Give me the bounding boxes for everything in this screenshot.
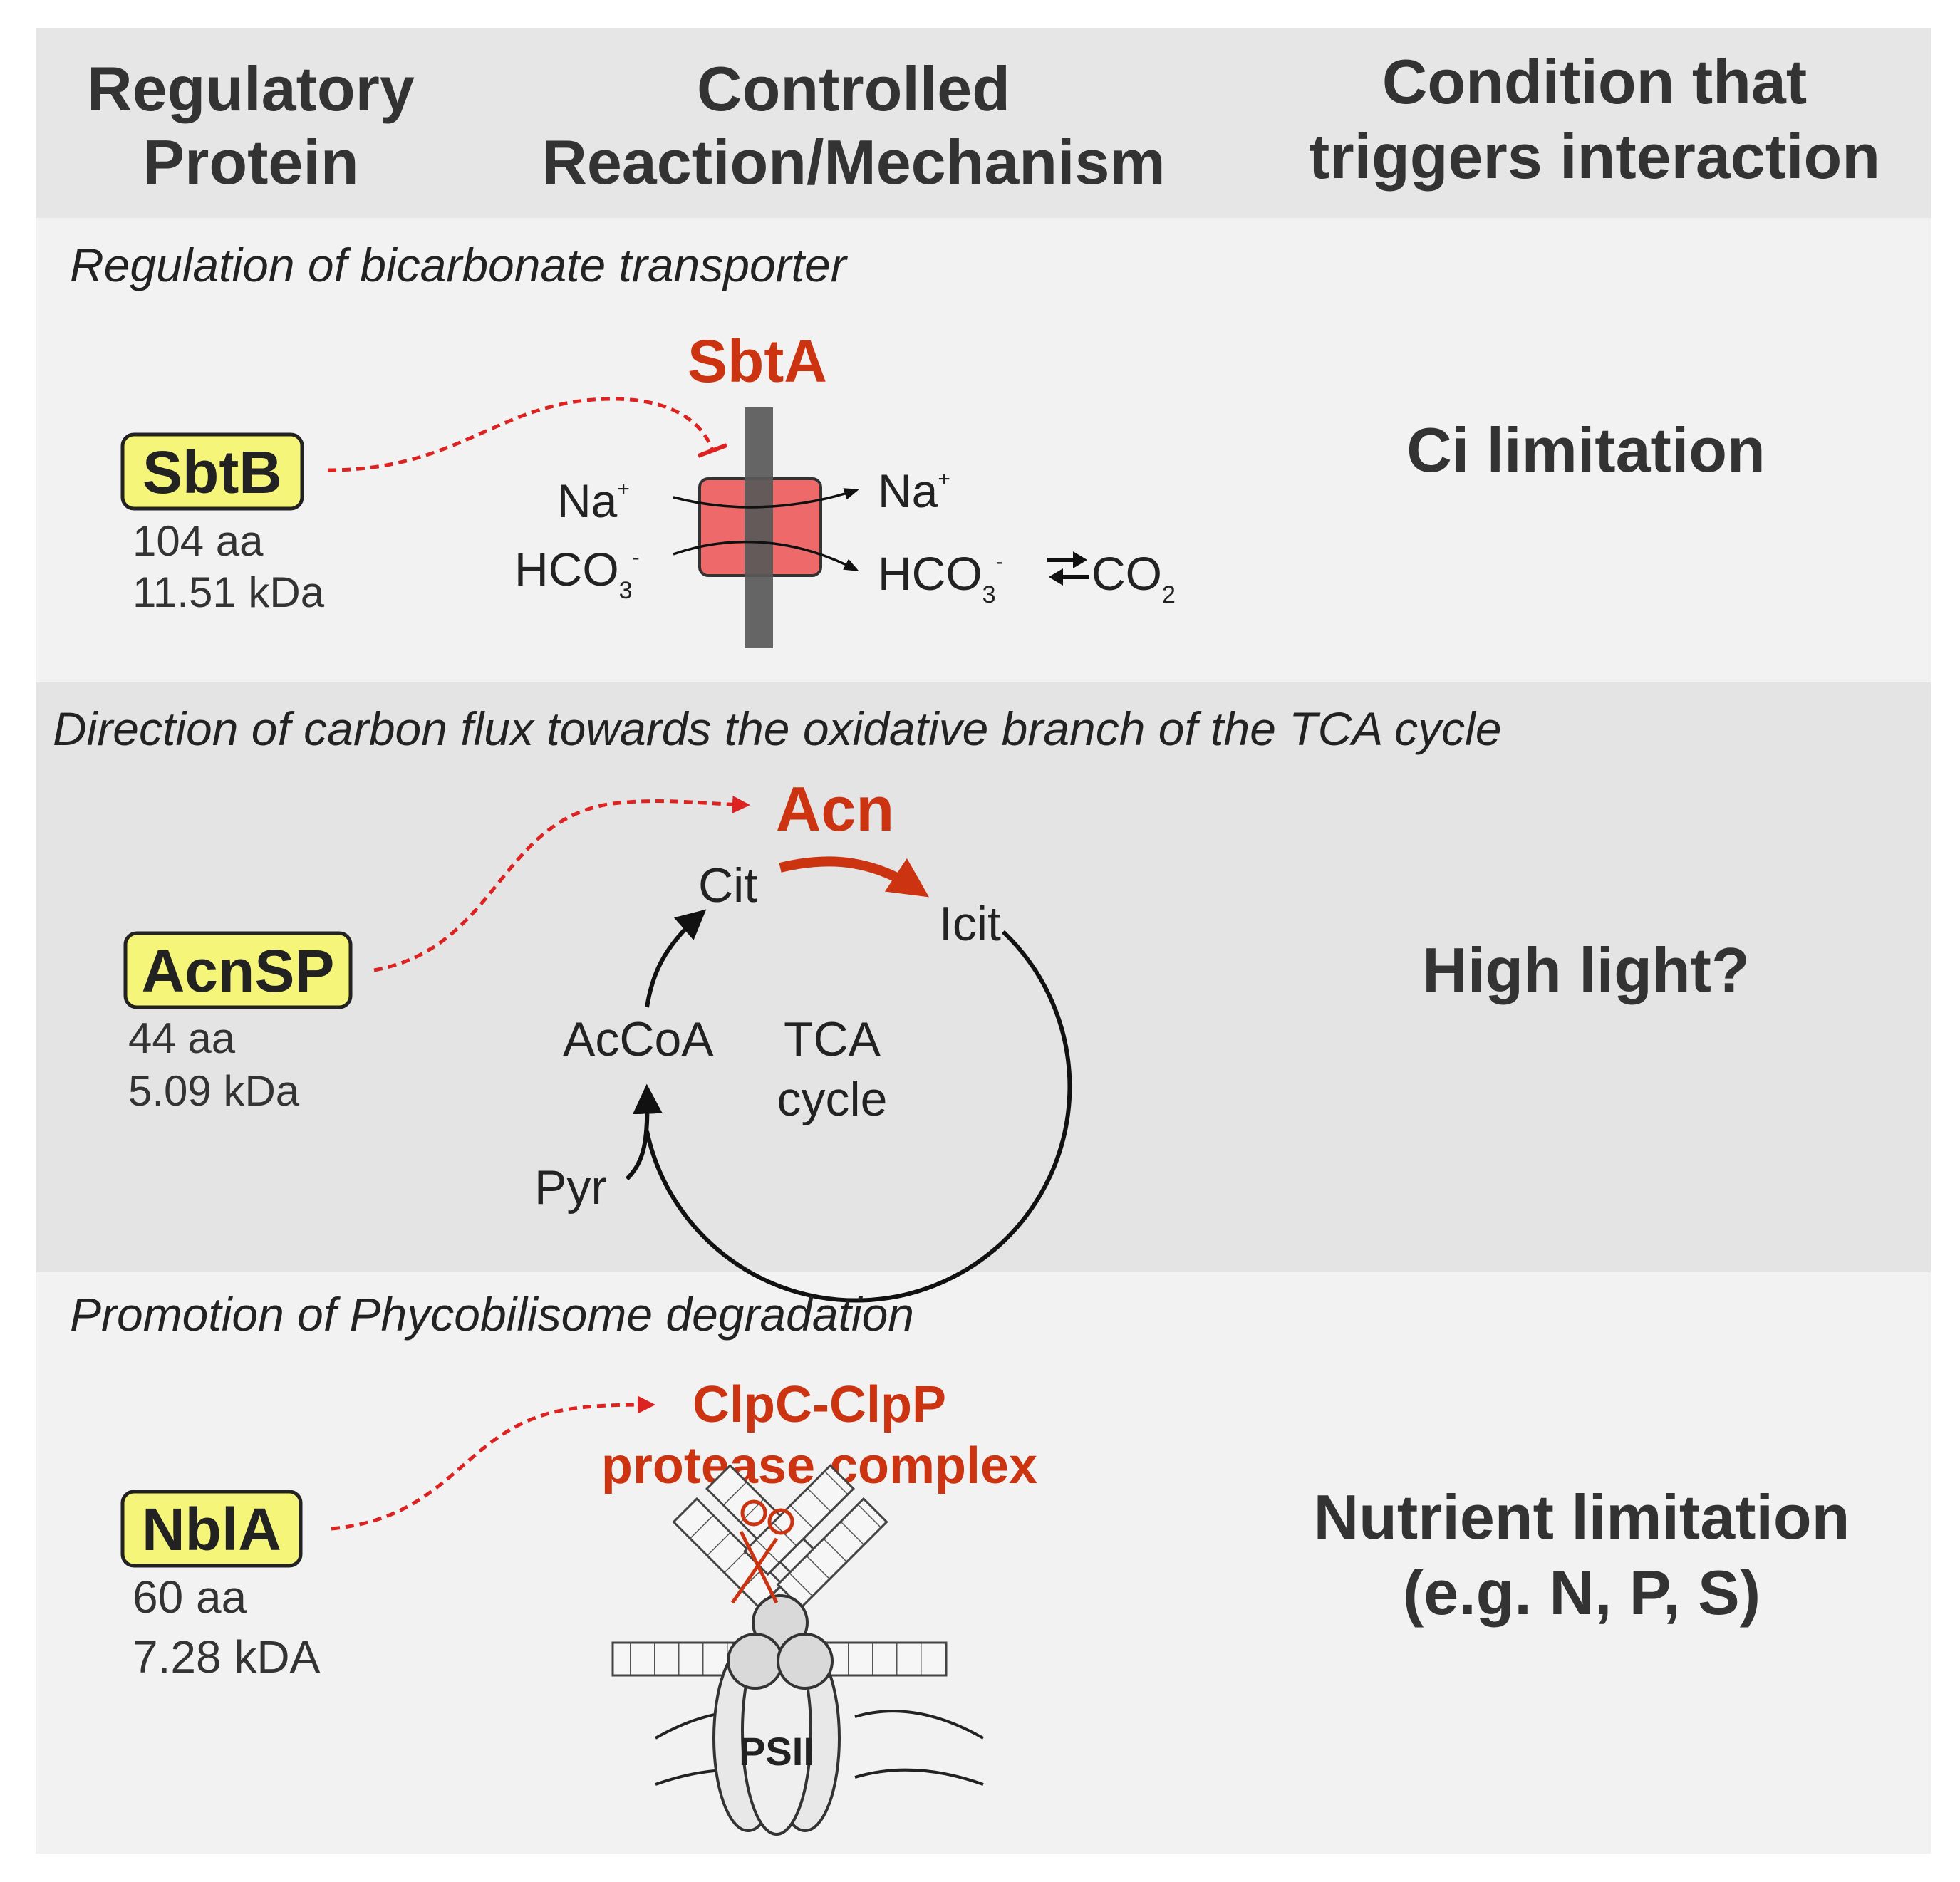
- protein-name-nbla: NblA: [142, 1496, 281, 1563]
- tca-cycle-arc: [645, 930, 1072, 1303]
- hco3-inside-label: HCO3-: [514, 543, 640, 604]
- metabolite-pyr: Pyr: [534, 1160, 607, 1215]
- header-col2-line1: Controlled: [697, 53, 1010, 124]
- accoa-to-cit-arrow: [645, 909, 707, 1008]
- condition-sbtb: Ci limitation: [1406, 415, 1765, 485]
- target-acn: Acn: [776, 774, 894, 844]
- hco3-transport-arrow: [673, 540, 859, 571]
- protein-mass-sbtb: 11.51 kDa: [133, 568, 325, 616]
- protein-mass-acnsp: 5.09 kDa: [128, 1067, 300, 1115]
- target-clpc-clpp-line1: ClpC-ClpP: [693, 1376, 946, 1433]
- protein-name-acnsp: AcnSP: [142, 937, 335, 1004]
- activation-arrow-acnsp: [373, 795, 750, 972]
- row-band-sbtb: [36, 218, 1931, 682]
- cit-to-icit-arrow: [779, 856, 929, 898]
- scissors-icon: [730, 1499, 794, 1604]
- inhibition-arrow-sbtb: [327, 397, 715, 472]
- na-inside-label: Na+: [557, 474, 630, 527]
- membrane-bar: [745, 407, 773, 648]
- header-col1-line2: Protein: [142, 127, 358, 197]
- condition-acnsp: High light?: [1422, 935, 1749, 1005]
- protein-mass-nbla: 7.28 kDA: [133, 1631, 321, 1683]
- na-transport-arrow: [673, 488, 859, 509]
- metabolite-accoa: AcCoA: [563, 1012, 714, 1066]
- na-outside-label: Na+: [878, 464, 950, 517]
- protein-box-acnsp: [123, 931, 353, 1009]
- protein-box-nbla: [120, 1490, 303, 1568]
- metabolite-cit: Cit: [698, 858, 757, 913]
- tca-label-line2: cycle: [777, 1072, 888, 1126]
- protein-box-sbtb: [120, 432, 304, 511]
- row-title-acnsp: Direction of carbon flux towards the oxi…: [53, 702, 1502, 755]
- psii-label: PSII: [739, 1729, 814, 1774]
- protein-name-sbtb: SbtB: [142, 439, 282, 506]
- protein-length-sbtb: 104 aa: [133, 517, 264, 565]
- activation-arrow-nbla: [331, 1395, 655, 1531]
- pyr-to-accoa-arrow: [625, 1083, 663, 1181]
- target-sbta: SbtA: [688, 328, 827, 395]
- row-title-nbla: Promotion of Phycobilisome degradation: [70, 1288, 914, 1341]
- header-col3-line2: triggers interaction: [1309, 121, 1880, 192]
- row-band-nbla: [36, 1272, 1931, 1854]
- metabolite-icit: Icit: [939, 897, 1001, 951]
- inhibition-bar: [697, 443, 728, 458]
- tca-label-line1: TCA: [784, 1012, 881, 1066]
- condition-nbla-line1: Nutrient limitation: [1314, 1482, 1850, 1552]
- protein-length-nbla: 60 aa: [133, 1571, 247, 1623]
- header-col1-line1: Regulatory: [87, 53, 415, 124]
- hco3-outside-label: HCO3-: [878, 547, 1003, 608]
- protein-length-acnsp: 44 aa: [128, 1014, 236, 1062]
- condition-nbla-line2: (e.g. N, P, S): [1403, 1557, 1761, 1628]
- equilibrium-arrows: [1047, 551, 1089, 586]
- header-col3-line1: Condition that: [1382, 46, 1807, 117]
- row-title-sbtb: Regulation of bicarbonate transporter: [70, 239, 849, 291]
- co2-label: CO2: [1092, 547, 1176, 608]
- header-band: [36, 28, 1931, 218]
- header-col2-line2: Reaction/Mechanism: [541, 127, 1165, 197]
